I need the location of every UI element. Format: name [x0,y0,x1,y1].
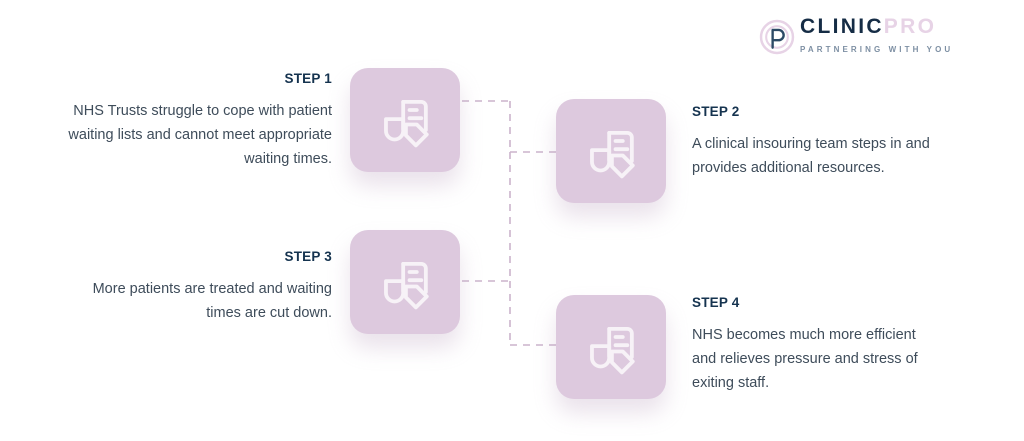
logo-wordmark: CLINICPRO PARTNERING WITH YOU [800,14,954,57]
step-icon-box-4 [556,295,666,399]
document-tag-icon [590,130,635,179]
step-description-2: A clinical insouring team steps in and p… [692,136,930,176]
document-tag-icon [384,99,429,148]
step-icon-box-3 [350,230,460,334]
step-text-2: STEP 2 A clinical insouring team steps i… [692,103,940,180]
step-description-4: NHS becomes much more efficient and reli… [692,327,918,391]
step-icon-box-1 [350,68,460,172]
step-label-2: STEP 2 [692,104,740,119]
step-description-1: NHS Trusts struggle to cope with patient… [68,103,332,167]
logo-secondary-text: PRO [883,15,937,38]
logo-primary-text: CLINIC [800,15,884,38]
circular-p-monogram-icon [759,19,795,55]
step-description-3: More patients are treated and waiting ti… [92,281,332,321]
step-label-1: STEP 1 [284,71,332,86]
logo-word-row: CLINICPRO [800,14,938,40]
step-text-3: STEP 3 More patients are treated and wai… [60,248,332,325]
document-tag-icon [590,326,635,375]
step-text-4: STEP 4 NHS becomes much more efficient a… [692,294,928,395]
step-text-1: STEP 1 NHS Trusts struggle to cope with … [60,70,332,171]
step-icon-box-2 [556,99,666,203]
logo-tagline: PARTNERING WITH YOU [800,45,954,54]
step-label-3: STEP 3 [284,249,332,264]
step-label-4: STEP 4 [692,295,740,310]
clinicpro-logo: CLINICPRO PARTNERING WITH YOU [758,14,954,62]
document-tag-icon [384,261,429,310]
